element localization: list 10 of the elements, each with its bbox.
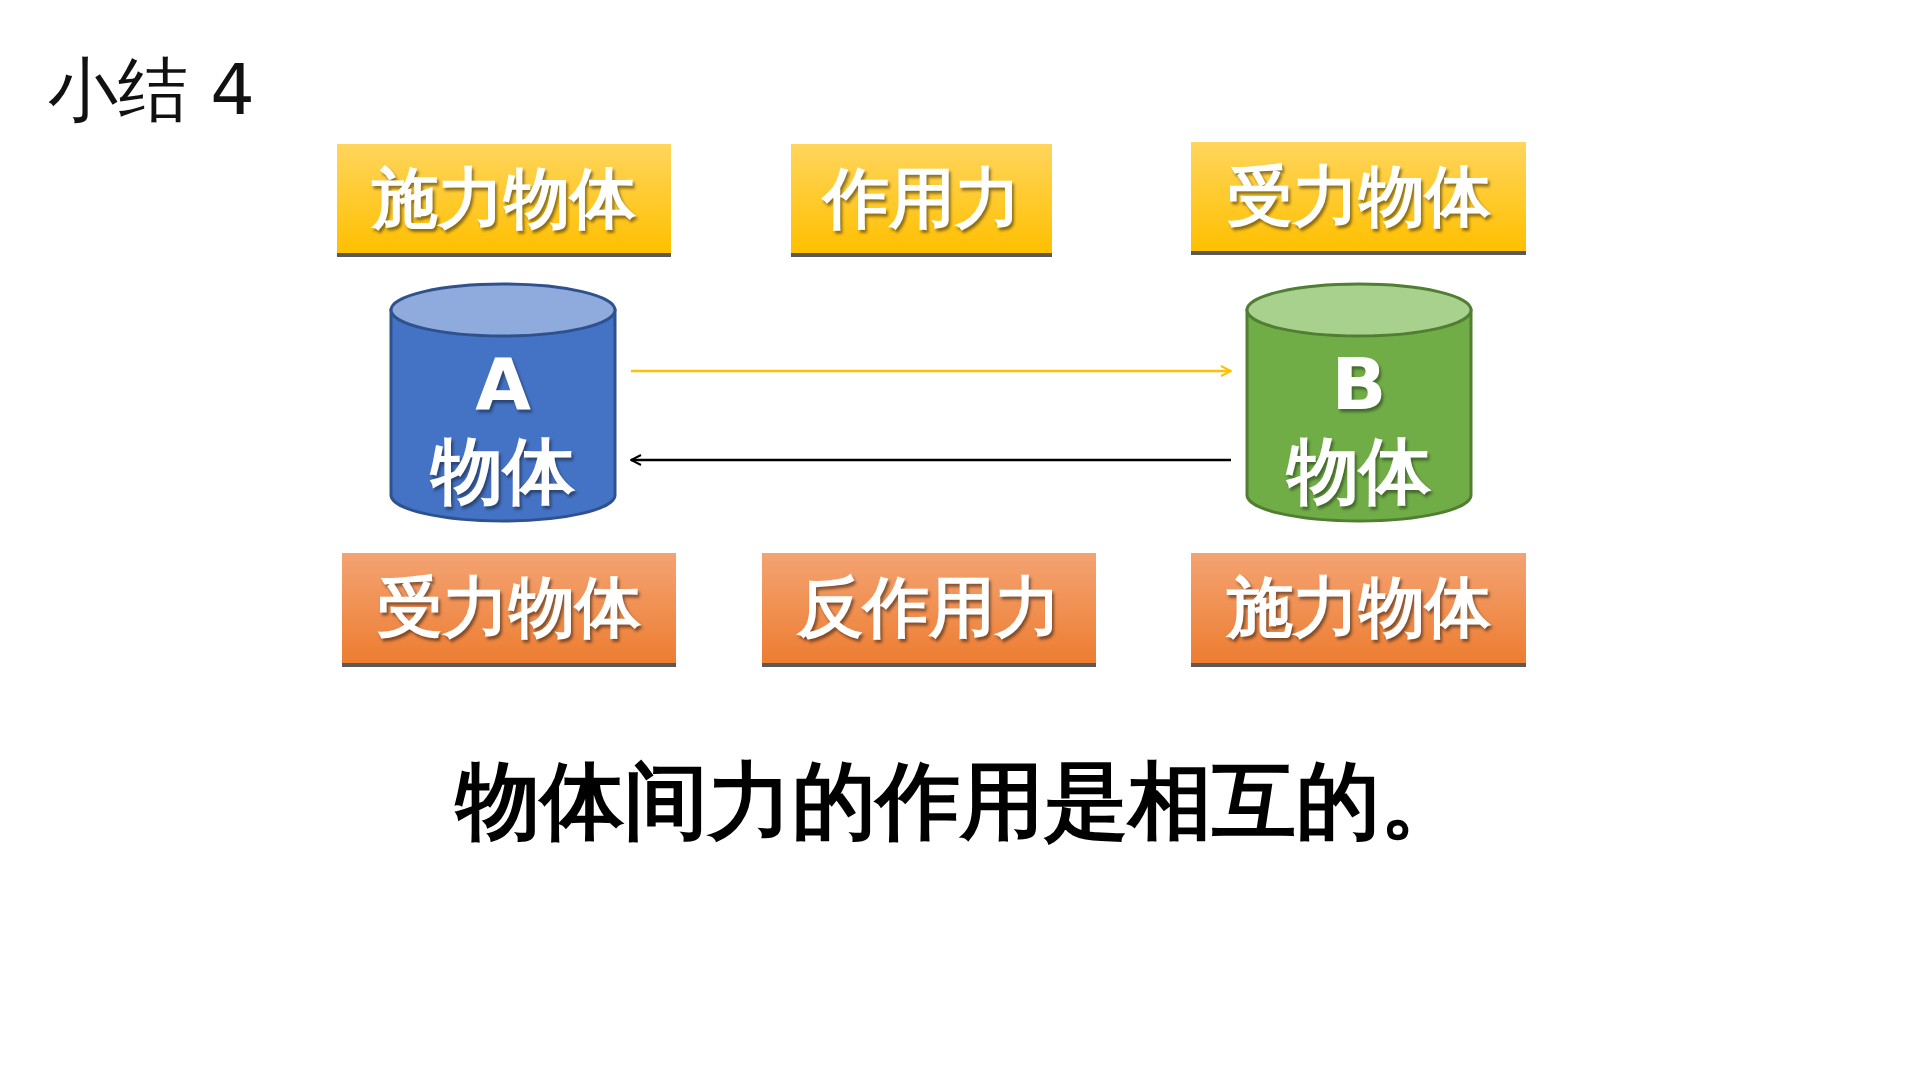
label-box: 反作用力 bbox=[762, 553, 1096, 667]
summary-sentence: 物体间力的作用是相互的。 bbox=[456, 752, 1464, 850]
label-box: 受力物体 bbox=[1191, 142, 1526, 255]
arrow bbox=[631, 365, 1232, 377]
label-box: 施力物体 bbox=[337, 144, 671, 257]
label-box: 施力物体 bbox=[1191, 553, 1526, 667]
label-box: 作用力 bbox=[791, 144, 1052, 257]
slide-title: 小结 4 bbox=[48, 48, 255, 133]
arrow bbox=[630, 454, 1231, 466]
label-box: 受力物体 bbox=[342, 553, 676, 667]
